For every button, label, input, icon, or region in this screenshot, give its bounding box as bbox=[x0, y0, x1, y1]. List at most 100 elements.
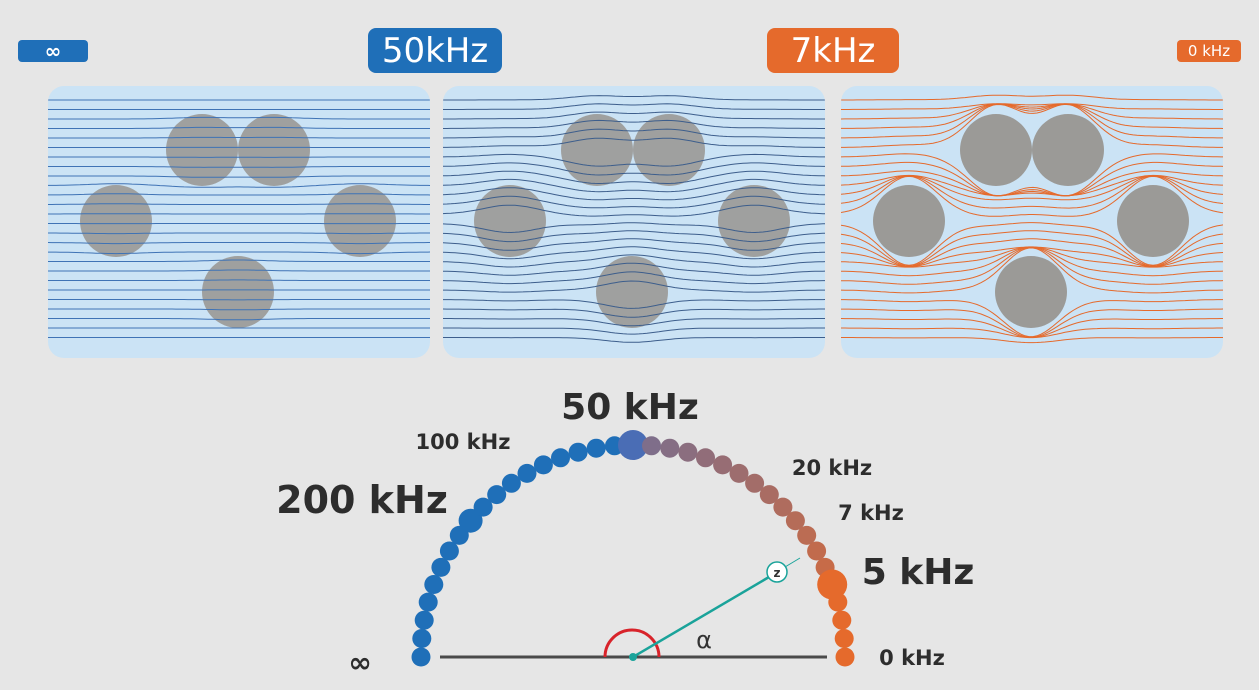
frequency-dot bbox=[745, 473, 765, 493]
field-line bbox=[443, 337, 825, 343]
frequency-dot bbox=[424, 575, 444, 594]
dial-label-infinity: ∞ bbox=[348, 646, 371, 679]
frequency-dot bbox=[414, 610, 434, 630]
dial-label-100khz: 100 kHz bbox=[416, 430, 511, 454]
0khz-frequency-badge: 0 kHz bbox=[1177, 40, 1241, 62]
particle bbox=[561, 114, 633, 186]
field-line bbox=[443, 95, 825, 101]
frequency-dot bbox=[729, 463, 749, 483]
frequency-dot bbox=[660, 438, 680, 458]
infinity-frequency-badge: ∞ bbox=[18, 39, 88, 63]
field-line bbox=[48, 183, 430, 188]
alpha-angle-label: α bbox=[696, 626, 712, 654]
field-line bbox=[443, 271, 825, 285]
frequency-dot bbox=[411, 647, 431, 667]
field-line bbox=[48, 251, 430, 255]
field-line bbox=[841, 170, 1223, 197]
particles bbox=[873, 114, 1189, 328]
dial-label-0khz: 0 kHz bbox=[879, 646, 945, 670]
frequency-dot bbox=[835, 647, 855, 667]
field-line bbox=[841, 230, 1223, 267]
frequency-dot bbox=[439, 541, 459, 561]
field-line bbox=[443, 170, 825, 185]
field-panels-group bbox=[48, 86, 1223, 358]
particle bbox=[166, 114, 238, 186]
panel-low-frequency bbox=[841, 86, 1223, 358]
field-line bbox=[443, 162, 825, 176]
dial-label-200khz: 200 kHz bbox=[276, 478, 448, 522]
frequency-dot bbox=[678, 442, 698, 462]
angle-arc bbox=[603, 628, 661, 658]
frequency-dial-group bbox=[411, 430, 855, 667]
field-line bbox=[443, 308, 825, 318]
frequency-dot bbox=[551, 448, 570, 468]
field-line bbox=[443, 262, 825, 276]
field-line bbox=[841, 222, 1223, 266]
frequency-dot bbox=[586, 438, 606, 458]
particle bbox=[324, 185, 396, 257]
frequency-dot bbox=[418, 592, 438, 612]
field-line bbox=[841, 94, 1223, 101]
field-line bbox=[841, 174, 1223, 201]
field-line bbox=[443, 327, 825, 335]
frequency-dot bbox=[642, 436, 661, 456]
field-line bbox=[48, 269, 430, 272]
frequency-dot bbox=[487, 485, 507, 505]
field-lines bbox=[841, 94, 1223, 344]
field-line bbox=[443, 246, 825, 260]
field-line bbox=[841, 175, 1223, 217]
field-line bbox=[443, 318, 825, 327]
field-line bbox=[48, 232, 430, 235]
particle bbox=[873, 185, 945, 257]
z-marker-label: z bbox=[774, 566, 781, 580]
field-lines bbox=[48, 99, 430, 338]
particle bbox=[718, 185, 790, 257]
particles bbox=[80, 114, 396, 328]
field-line bbox=[841, 337, 1223, 344]
frequency-dot bbox=[759, 485, 779, 505]
frequency-dot bbox=[501, 473, 521, 493]
frequency-dot bbox=[473, 497, 493, 517]
frequency-dot bbox=[458, 508, 483, 533]
field-line bbox=[48, 136, 430, 139]
frequency-dot bbox=[817, 569, 848, 600]
particle bbox=[1032, 114, 1104, 186]
field-line bbox=[841, 299, 1223, 338]
field-line bbox=[443, 204, 825, 217]
panel-mid-frequency bbox=[443, 86, 825, 358]
field-line bbox=[841, 161, 1223, 197]
field-line bbox=[443, 222, 825, 234]
field-line bbox=[841, 153, 1223, 197]
field-line bbox=[443, 103, 825, 110]
particle bbox=[80, 185, 152, 257]
field-line bbox=[841, 103, 1223, 110]
frequency-dot bbox=[807, 541, 827, 561]
origin-dot bbox=[629, 653, 637, 661]
field-line bbox=[443, 119, 825, 129]
frequency-dot bbox=[832, 610, 852, 630]
frequency-dot bbox=[696, 448, 715, 468]
frequency-dot bbox=[797, 525, 817, 545]
50khz-frequency-badge: 50kHz bbox=[368, 28, 502, 73]
particle bbox=[995, 256, 1067, 328]
field-line bbox=[48, 126, 430, 129]
field-line bbox=[841, 103, 1223, 148]
field-line bbox=[443, 254, 825, 268]
field-line bbox=[443, 111, 825, 120]
field-line bbox=[443, 195, 825, 209]
dial-label-5khz: 5 kHz bbox=[862, 552, 975, 593]
field-line bbox=[443, 230, 825, 243]
dial-label-20khz: 20 kHz bbox=[792, 456, 872, 480]
field-line bbox=[48, 166, 430, 168]
impedance-vector-line bbox=[632, 575, 770, 659]
particle bbox=[1117, 185, 1189, 257]
field-line bbox=[443, 178, 825, 193]
field-line bbox=[443, 238, 825, 251]
field-line bbox=[841, 238, 1223, 267]
field-line bbox=[48, 203, 430, 205]
frequency-dot bbox=[533, 455, 553, 475]
field-line bbox=[48, 279, 430, 281]
field-line bbox=[443, 153, 825, 167]
